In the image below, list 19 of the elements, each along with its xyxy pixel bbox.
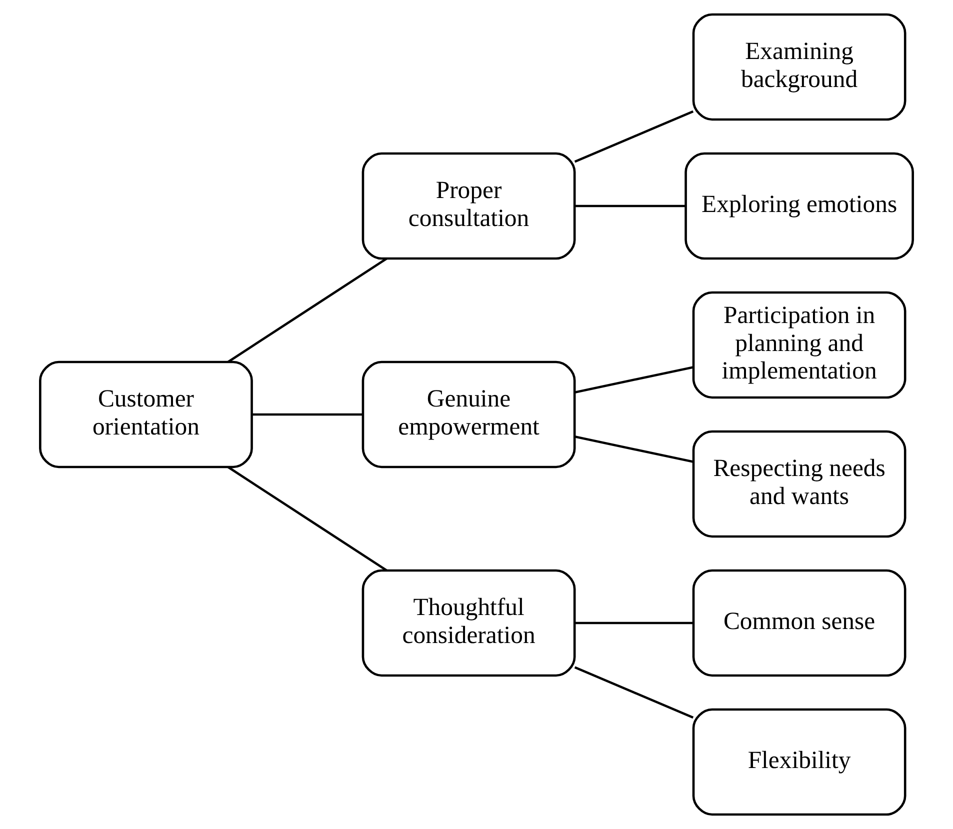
node-box: Proper consultation bbox=[362, 152, 576, 260]
node-box: Thoughtful consideration bbox=[362, 569, 576, 677]
node-box: Respecting needs and wants bbox=[692, 430, 906, 538]
connector bbox=[574, 436, 694, 463]
connector bbox=[574, 204, 686, 208]
connector bbox=[228, 258, 388, 363]
node-box: Participation in planning and implementation bbox=[692, 291, 906, 399]
connector bbox=[574, 110, 694, 163]
connector bbox=[228, 466, 388, 572]
connector bbox=[574, 366, 694, 394]
connector bbox=[252, 413, 363, 416]
connector bbox=[574, 666, 694, 719]
node-box: Customer orientation bbox=[39, 360, 253, 468]
node-box: Flexibility bbox=[692, 708, 906, 816]
node-box: Genuine empowerment bbox=[362, 360, 576, 468]
node-box: Examining background bbox=[692, 13, 906, 121]
connector bbox=[574, 622, 694, 624]
node-box: Exploring emotions bbox=[684, 152, 914, 260]
node-box: Common sense bbox=[692, 569, 906, 677]
